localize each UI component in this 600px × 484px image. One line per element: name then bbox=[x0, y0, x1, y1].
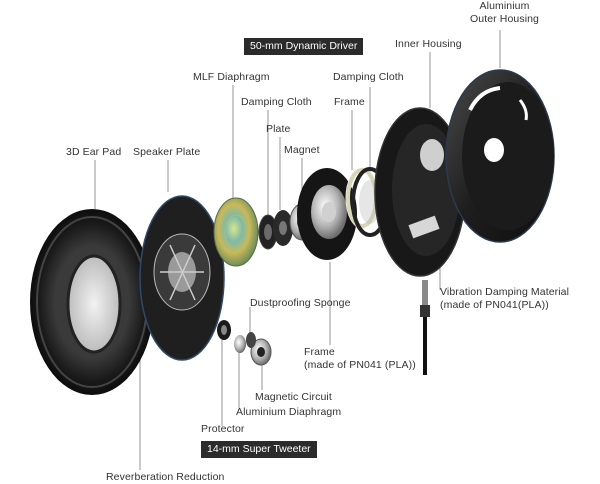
protector-part bbox=[217, 320, 231, 340]
label-dustproofing-sponge: Dustproofing Sponge bbox=[250, 297, 351, 309]
label-frame-bottom: Frame (made of PN041 (PLA)) bbox=[304, 346, 416, 371]
label-damping-cloth-top: Damping Cloth bbox=[333, 71, 404, 83]
ear-pad bbox=[30, 209, 154, 395]
speaker-plate bbox=[139, 195, 225, 361]
magnetic-circuit-part bbox=[250, 338, 272, 366]
label-magnetic-circuit: Magnetic Circuit bbox=[255, 391, 332, 403]
inner-housing bbox=[374, 107, 466, 277]
aluminium-outer-housing bbox=[445, 69, 555, 243]
label-magnet: Magnet bbox=[284, 144, 320, 156]
label-reverberation-reduction: Reverberation Reduction bbox=[106, 471, 225, 483]
label-frame-top: Frame bbox=[334, 96, 365, 108]
label-inner-housing: Inner Housing bbox=[395, 38, 462, 50]
badge-14mm-super-tweeter: 14-mm Super Tweeter bbox=[201, 441, 317, 458]
label-damping-cloth-mid: Damping Cloth bbox=[241, 96, 312, 108]
label-aluminium-diaphragm: Aluminium Diaphragm bbox=[236, 406, 342, 418]
badge-50mm-dynamic-driver: 50-mm Dynamic Driver bbox=[244, 38, 364, 55]
frame-pn041 bbox=[297, 168, 357, 260]
cable bbox=[420, 280, 430, 375]
plate bbox=[273, 210, 293, 246]
label-speaker-plate: Speaker Plate bbox=[133, 146, 201, 158]
dustproofing-sponge-part bbox=[246, 332, 256, 348]
label-3d-ear-pad: 3D Ear Pad bbox=[66, 146, 122, 158]
label-plate: Plate bbox=[266, 123, 291, 135]
label-aluminium-outer-housing: Aluminium Outer Housing bbox=[470, 0, 540, 25]
label-mlf-diaphragm: MLF Diaphragm bbox=[193, 71, 270, 83]
mlf-diaphragm bbox=[213, 197, 259, 267]
label-vibration-damping-material: Vibration Damping Material (made of PN04… bbox=[440, 286, 570, 311]
aluminium-diaphragm-part bbox=[234, 335, 246, 353]
label-protector: Protector bbox=[201, 423, 245, 435]
